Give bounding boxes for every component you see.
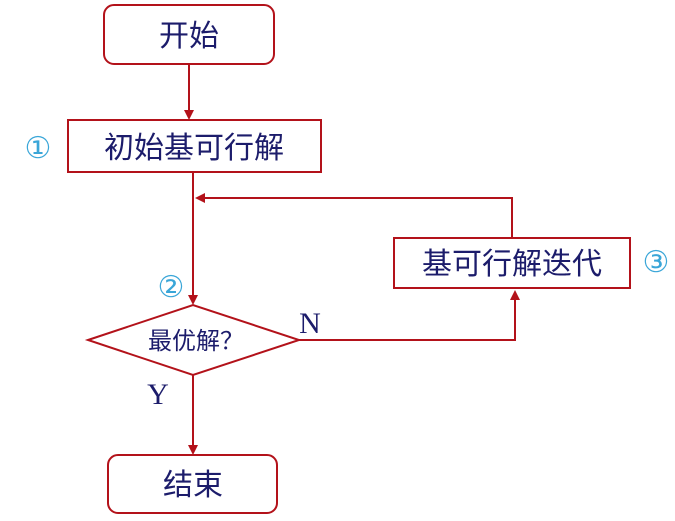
init-label: 初始基可行解 <box>104 131 284 166</box>
start-label: 开始 <box>159 19 219 54</box>
decision-node: 最优解？ <box>84 303 303 377</box>
step-marker-2: ② <box>158 270 185 305</box>
decision-label: 最优解？ <box>148 327 244 355</box>
arrow-decision-no-to-iterate <box>299 290 520 341</box>
step-marker-1: ① <box>25 131 52 166</box>
end-label: 结束 <box>163 468 223 503</box>
init-node: 初始基可行解 <box>67 119 322 173</box>
iterate-node: 基可行解迭代 <box>393 237 631 289</box>
arrow-decision-yes-to-end <box>188 375 198 455</box>
arrow-init-to-decision <box>188 172 198 305</box>
end-node: 结束 <box>107 454 278 514</box>
arrow-iterate-loop-back <box>195 193 513 238</box>
branch-no-label: N <box>299 307 321 340</box>
arrow-start-to-init <box>184 64 194 120</box>
branch-yes-label: Y <box>147 378 169 411</box>
start-node: 开始 <box>103 4 275 65</box>
iterate-label: 基可行解迭代 <box>422 247 602 282</box>
step-marker-3: ③ <box>643 245 670 280</box>
